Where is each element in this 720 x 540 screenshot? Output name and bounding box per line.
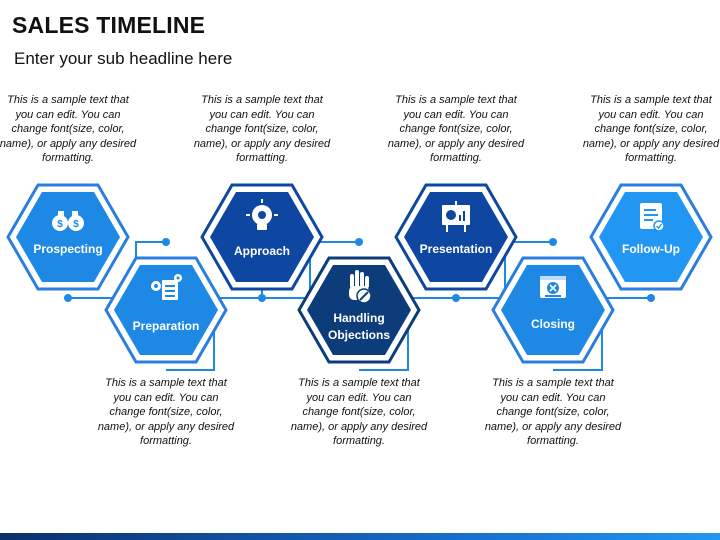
step-label: Presentation	[420, 242, 493, 256]
step-description-preparation: This is a sample text that you can edit.…	[97, 377, 235, 448]
connector-line	[553, 297, 651, 371]
document-check-icon	[640, 203, 665, 232]
connector-dot	[647, 294, 655, 302]
page-title: SALES TIMELINE	[12, 12, 206, 38]
step-closing[interactable]: Closing	[491, 256, 615, 364]
step-preparation[interactable]: Preparation	[104, 256, 228, 364]
step-description-presentation: This is a sample text that you can edit.…	[387, 94, 525, 165]
step-description-follow-up: This is a sample text that you can edit.…	[582, 94, 720, 165]
connector-dot	[549, 238, 557, 246]
step-label: Approach	[234, 244, 290, 258]
binoculars-dollar-icon: $ $	[52, 211, 84, 231]
connector-line	[359, 297, 456, 371]
step-description-prospecting: This is a sample text that you can edit.…	[0, 94, 137, 165]
page-subtitle: Enter your sub headline here	[14, 49, 233, 68]
connector-dot	[355, 238, 363, 246]
presentation-board-icon	[442, 201, 470, 232]
step-prospecting[interactable]: $ $ Prospecting	[6, 183, 130, 291]
step-description-handling-objections: This is a sample text that you can edit.…	[290, 377, 428, 448]
connector-dot	[64, 294, 72, 302]
step-handling-objections[interactable]: Handling Objections	[297, 256, 421, 364]
step-follow-up[interactable]: Follow-Up	[589, 183, 713, 291]
step-description-approach: This is a sample text that you can edit.…	[193, 94, 331, 165]
step-label: Closing	[531, 317, 575, 331]
step-label: Prospecting	[33, 242, 102, 256]
planning-gears-icon	[151, 274, 182, 300]
connector-line	[456, 241, 553, 299]
connector-dot	[162, 238, 170, 246]
connector-line	[166, 297, 262, 371]
step-approach[interactable]: Approach	[200, 183, 324, 291]
footer-accent-bar	[0, 533, 720, 540]
step-presentation[interactable]: Presentation	[394, 183, 518, 291]
step-description-closing: This is a sample text that you can edit.…	[484, 377, 622, 448]
hand-stop-icon	[349, 270, 372, 304]
svg-text:$: $	[73, 219, 79, 230]
step-label: Preparation	[133, 319, 200, 333]
closed-sign-icon	[540, 276, 566, 298]
step-label: Follow-Up	[622, 242, 680, 256]
lightbulb-gear-icon	[246, 199, 278, 230]
svg-text:$: $	[57, 219, 63, 230]
step-label-line-1: Handling	[333, 311, 384, 325]
step-label-line-2: Objections	[328, 328, 390, 342]
